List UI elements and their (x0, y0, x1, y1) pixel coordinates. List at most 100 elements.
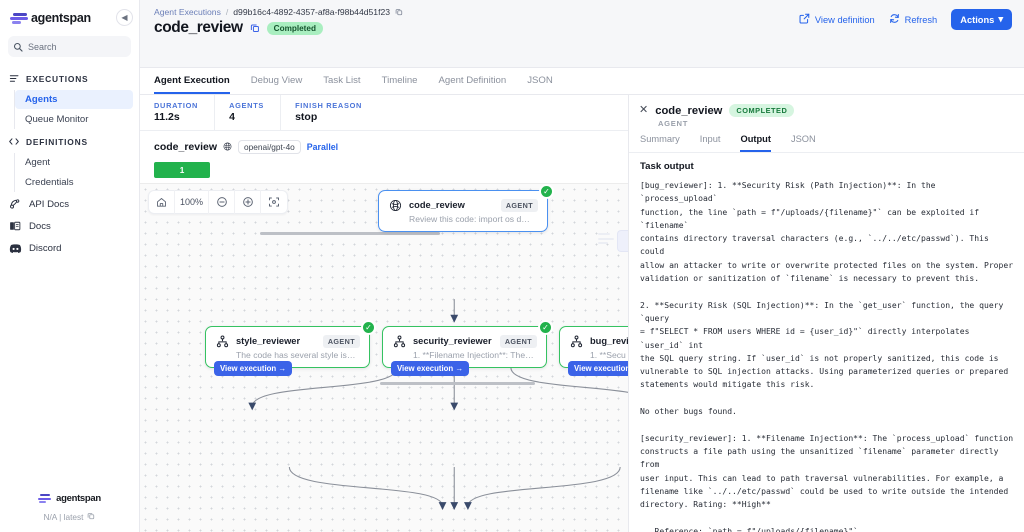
lane-bar-1[interactable]: 1 (154, 162, 210, 178)
detail-tab-json[interactable]: JSON (790, 134, 816, 144)
meta-label: FINISH REASON (295, 101, 363, 110)
sidebar-item-api-docs[interactable]: API Docs (0, 193, 139, 215)
breadcrumb-link-agent-executions[interactable]: Agent Executions (154, 7, 221, 17)
execution-graph-pane: DURATION 11.2s AGENTS 4 FINISH REASON st… (140, 95, 628, 532)
view-definition-button[interactable]: View definition (799, 13, 875, 26)
execution-meta-strip: DURATION 11.2s AGENTS 4 FINISH REASON st… (140, 95, 628, 131)
graph-node-security-reviewer[interactable]: ✓ security_reviewer AGENT 1. **F (382, 320, 553, 376)
agentspan-logo-icon (10, 11, 30, 25)
node-tag: AGENT (499, 334, 537, 348)
status-badge: Completed (266, 21, 323, 35)
breadcrumb-separator: / (225, 7, 229, 17)
sidebar-item-docs[interactable]: Docs (0, 215, 139, 237)
view-definition-label: View definition (814, 14, 875, 25)
detail-panel: ✕ code_review COMPLETED AGENT Summary In… (628, 95, 1024, 532)
copy-icon[interactable] (395, 8, 403, 16)
parallel-chip: Parallel (306, 142, 339, 152)
copy-icon[interactable] (87, 512, 95, 522)
sidebar-section-executions[interactable]: EXECUTIONS (0, 67, 139, 89)
model-chip: openai/gpt-4o (238, 140, 301, 154)
graph-node-bug-reviewer[interactable]: bug_revi AGENT 1. **Secu View execution (559, 326, 628, 376)
node-status-check-icon: ✓ (361, 320, 376, 335)
sidebar-section-label: DEFINITIONS (26, 136, 88, 147)
breadcrumb-execution-id: d99b16c4-4892-4357-af8a-f98b44d51f23 (233, 7, 391, 17)
execution-header: code_review openai/gpt-4o Parallel (140, 131, 628, 162)
sidebar-section-label: EXECUTIONS (26, 73, 89, 84)
tab-task-list[interactable]: Task List (323, 74, 361, 86)
meta-value: 11.2s (154, 111, 180, 123)
detail-panel-tabs: Summary Input Output JSON (629, 128, 1024, 153)
sidebar-item-agent[interactable]: Agent (25, 157, 51, 168)
sidebar-item-agents[interactable]: Agents (15, 90, 133, 109)
sidebar-subitems-definitions: Agent Credentials (14, 153, 139, 192)
sidebar-item-discord[interactable]: Discord (0, 237, 139, 260)
close-icon[interactable]: ✕ (639, 104, 649, 116)
footer-version-label: N/A | latest (43, 512, 84, 522)
agentspan-logo-icon (38, 493, 53, 504)
detail-tab-output[interactable]: Output (740, 134, 771, 152)
lane-strip: 1 (140, 162, 628, 183)
topbar: Agent Executions / d99b16c4-4892-4357-af… (140, 0, 1024, 68)
brand-name: agentspan (31, 11, 91, 25)
sidebar-subitems-executions: Agents Queue Monitor (14, 90, 139, 129)
canvas-zoom-toolbar: 100% (148, 190, 288, 214)
node-title: code_review (409, 200, 465, 210)
fan-out-join-bar (260, 232, 440, 235)
page-title: code_review (154, 19, 243, 36)
code-brackets-icon (8, 136, 20, 147)
agent-node-icon (392, 334, 406, 348)
search-box[interactable]: ⌘ K (8, 36, 167, 57)
sidebar-brand[interactable]: agentspan ◀ (0, 0, 139, 33)
meta-duration: DURATION 11.2s (140, 95, 216, 130)
sidebar-collapse-button[interactable]: ◀ (116, 9, 133, 26)
meta-label: DURATION (154, 101, 199, 110)
meta-label: AGENTS (229, 101, 265, 110)
copy-icon[interactable] (250, 23, 260, 33)
node-status-check-icon: ✓ (538, 320, 553, 335)
tab-agent-execution[interactable]: Agent Execution (154, 68, 230, 94)
content-area: DURATION 11.2s AGENTS 4 FINISH REASON st… (140, 95, 1024, 532)
sidebar-item-label: Discord (29, 243, 62, 254)
refresh-button[interactable]: Refresh (889, 13, 938, 26)
refresh-label: Refresh (904, 14, 938, 25)
detail-panel-subtitle: AGENT (658, 119, 689, 128)
home-icon[interactable] (149, 190, 175, 214)
fit-view-button[interactable] (261, 190, 287, 214)
node-status-check-icon: ✓ (539, 184, 554, 199)
detail-tab-input[interactable]: Input (699, 134, 721, 144)
tab-agent-definition[interactable]: Agent Definition (438, 74, 507, 86)
footer-brand: agentspan (38, 493, 101, 504)
panel-toggle-button[interactable] (617, 230, 628, 252)
sidebar-item-queue-monitor[interactable]: Queue Monitor (25, 114, 89, 125)
tab-json[interactable]: JSON (527, 74, 553, 86)
graph-node-code-review[interactable]: ✓ code_review AGENT Review this (378, 184, 554, 232)
zoom-out-button[interactable] (209, 190, 235, 214)
view-execution-button[interactable]: View execution (568, 361, 628, 376)
zoom-level-label[interactable]: 100% (175, 190, 209, 214)
book-icon (8, 220, 22, 232)
actions-button[interactable]: Actions ▾ (951, 9, 1012, 30)
meta-finish-reason: FINISH REASON stop (281, 95, 378, 130)
detail-panel-body[interactable]: Task output [bug_reviewer]: 1. **Securit… (629, 153, 1024, 532)
detail-status-badge: COMPLETED (729, 104, 795, 117)
sidebar: agentspan ◀ ⌘ K (0, 0, 167, 532)
tab-timeline[interactable]: Timeline (381, 74, 418, 86)
api-docs-icon (8, 198, 22, 210)
view-execution-button[interactable]: View execution → (214, 361, 293, 376)
sidebar-item-credentials[interactable]: Credentials (25, 177, 74, 188)
node-header: style_reviewer AGENT (215, 334, 360, 348)
panel-peek-lines (598, 233, 614, 247)
node-header: bug_revi AGENT (569, 334, 628, 348)
detail-tab-summary[interactable]: Summary (640, 134, 680, 144)
graph-node-style-reviewer[interactable]: ✓ style_reviewer AGENT The code (205, 320, 376, 376)
zoom-in-button[interactable] (235, 190, 261, 214)
topbar-actions: View definition Refresh Actions ▾ (799, 9, 1012, 30)
tab-debug-view[interactable]: Debug View (250, 74, 303, 86)
sidebar-section-definitions[interactable]: DEFINITIONS (0, 130, 139, 152)
graph-canvas[interactable]: 100% (140, 183, 628, 532)
view-execution-button[interactable]: View execution → (391, 361, 470, 376)
search-input[interactable] (28, 41, 145, 52)
agent-node-icon (569, 334, 583, 348)
task-output-heading: Task output (640, 161, 694, 172)
